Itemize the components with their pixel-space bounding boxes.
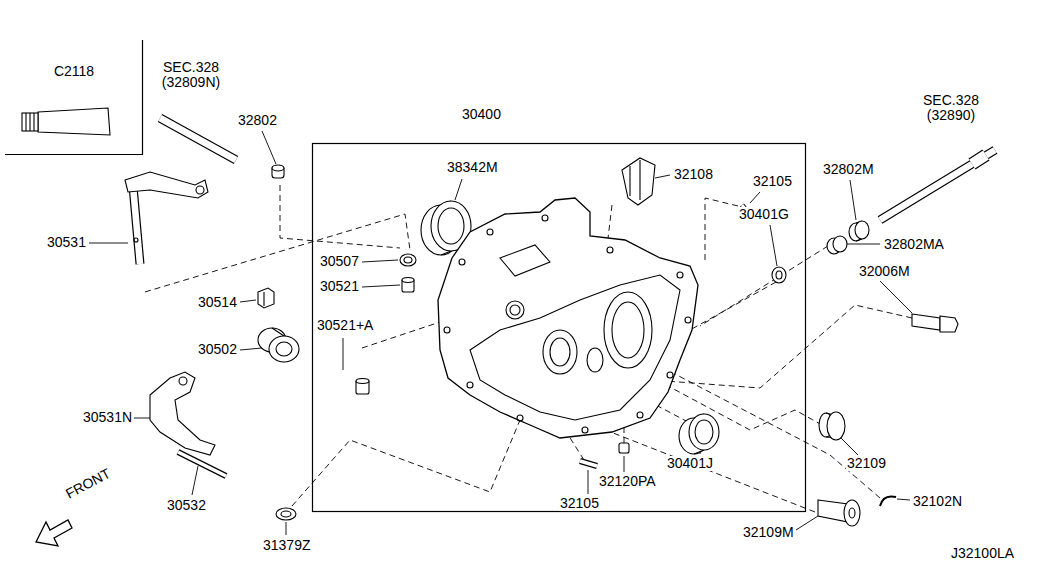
callout-number: 30531 [46,235,87,250]
section-reference: SEC.328 (32890) [912,93,990,124]
callout-number: 31379Z [262,538,311,553]
callout-number: 38342M [446,160,499,175]
node-outline [312,105,806,512]
callout-number: 32802MA [883,237,945,252]
callout-number: 32105 [559,496,600,511]
node-outline [5,40,143,155]
direction-label: FRONT [62,465,114,502]
callout-number: 30514 [197,295,238,310]
callout-number: 32102N [912,494,963,509]
callout-number: 32109 [846,456,887,471]
callout-number: 32109M [742,525,795,540]
callout-number: 30507 [319,254,360,269]
callout-number: 30401G [738,207,790,222]
callout-number: 32802 [237,113,278,128]
callout-number: 30521+A [316,318,374,333]
callout-number: 30502 [197,342,238,357]
section-reference: SEC.328 (32809N) [152,60,230,91]
assembly-number: 30400 [462,107,501,122]
callout-number: 30531N [82,410,133,425]
callout-number: 32108 [673,167,714,182]
part-number: C2118 [5,64,143,79]
callout-number: 30532 [166,498,207,513]
callout-number: 32802M [822,162,875,177]
callout-number: 30401J [666,456,714,471]
inset-frame: C2118 [5,40,143,155]
callout-number: 32006M [858,264,911,279]
callout-number: 32105 [752,174,793,189]
assembly-frame: 30400 [312,105,806,512]
diagram-code: J32100LA [950,546,1015,561]
callout-number: 30521 [319,279,360,294]
callout-number: 32120PA [598,474,657,489]
